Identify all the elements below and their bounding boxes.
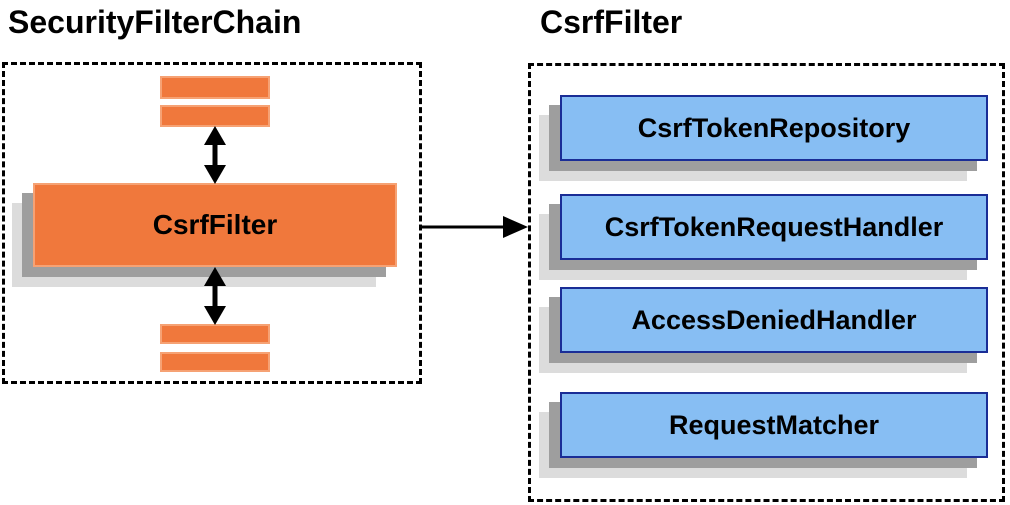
right-arrow-icon xyxy=(422,216,528,238)
component-label: AccessDeniedHandler xyxy=(631,304,917,335)
component-box-csrf-token-repository: CsrfTokenRepository xyxy=(560,95,988,161)
security-filter-chain-title: SecurityFilterChain xyxy=(8,4,302,40)
component-label: CsrfTokenRequestHandler xyxy=(604,211,944,242)
csrf-filter-components-container xyxy=(528,63,1005,502)
csrf-filter-panel-title: CsrfFilter xyxy=(540,4,683,40)
filter-placeholder-bar xyxy=(160,324,270,344)
component-box-csrf-token-request-handler: CsrfTokenRequestHandler xyxy=(560,194,988,260)
filter-placeholder-bar xyxy=(160,352,270,372)
csrf-filter-box: CsrfFilter xyxy=(33,183,397,267)
csrf-filter-box-label: CsrfFilter xyxy=(152,209,278,240)
component-label: RequestMatcher xyxy=(668,409,880,440)
filter-placeholder-bar xyxy=(160,105,270,127)
filter-placeholder-bar xyxy=(160,76,270,99)
security-filter-chain-container xyxy=(2,62,422,384)
component-box-request-matcher: RequestMatcher xyxy=(560,392,988,458)
component-label: CsrfTokenRepository xyxy=(637,112,911,143)
component-box-access-denied-handler: AccessDeniedHandler xyxy=(560,287,988,353)
